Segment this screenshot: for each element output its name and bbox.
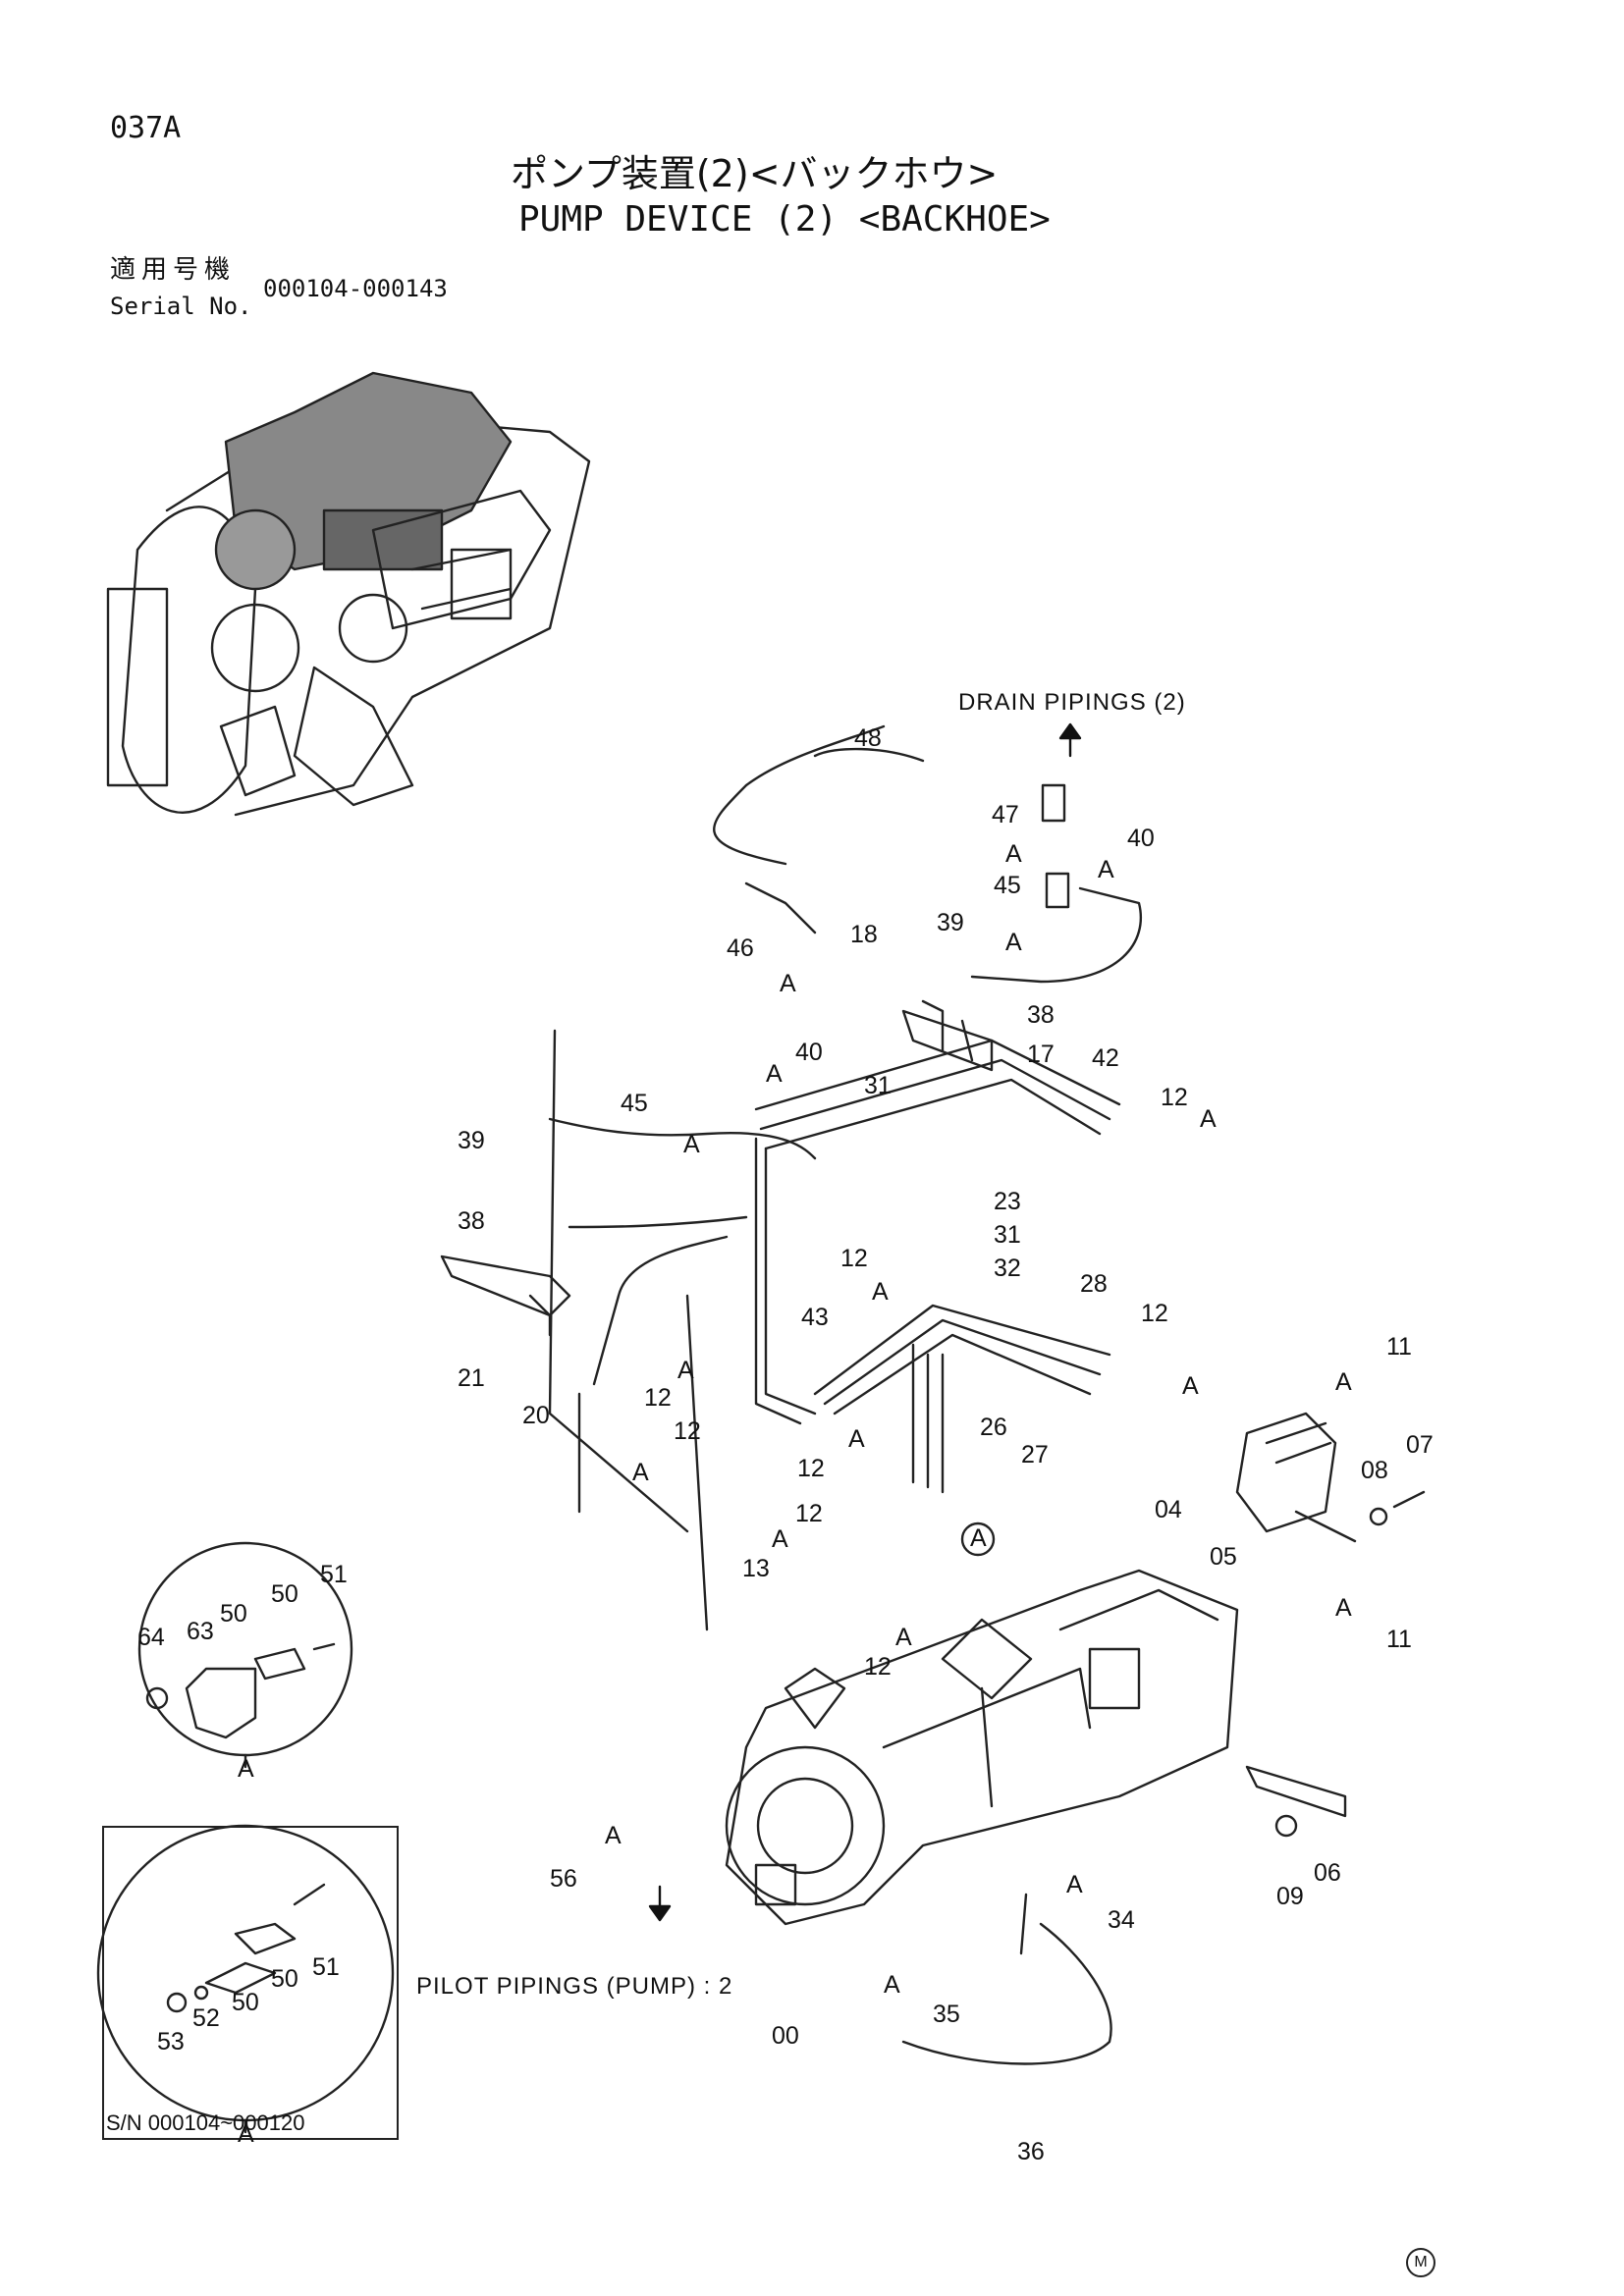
engine-thumbnail-icon <box>106 371 591 817</box>
page-title-jp: ポンプ装置(2)<バックホウ> <box>511 152 999 195</box>
a-tag: A <box>677 1357 694 1384</box>
callout-11-top: 11 <box>1386 1333 1412 1361</box>
a-tag: A <box>632 1459 649 1486</box>
a-tag: A <box>780 970 796 997</box>
callout-18: 18 <box>850 921 878 948</box>
callout-50-a: 50 <box>220 1600 247 1628</box>
pilot-pipings-note: PILOT PIPINGS (PUMP) : 2 <box>416 1973 733 2000</box>
serial-label-jp: 適用号機 <box>110 255 237 285</box>
callout-17: 17 <box>1027 1041 1055 1068</box>
callout-45-mid: 45 <box>621 1090 648 1117</box>
callout-51-b: 51 <box>312 1953 340 1981</box>
callout-12-e: 12 <box>674 1417 701 1445</box>
callout-21: 21 <box>458 1364 485 1392</box>
arrow-up-icon <box>1058 722 1082 758</box>
callout-23: 23 <box>994 1188 1021 1215</box>
a-tag: A <box>1182 1372 1199 1400</box>
callout-63: 63 <box>187 1618 214 1645</box>
callout-39: 39 <box>937 909 964 936</box>
callout-38-top: 38 <box>1027 1001 1055 1029</box>
arrow-down-icon <box>648 1885 672 1922</box>
a-tag-circled: A <box>970 1524 987 1552</box>
callout-32: 32 <box>994 1255 1021 1282</box>
sn-detail-box <box>102 1826 399 2140</box>
callout-28: 28 <box>1080 1270 1108 1298</box>
callout-00: 00 <box>772 2022 799 2050</box>
a-tag: A <box>238 2120 254 2148</box>
a-tag: A <box>1098 856 1114 883</box>
page-code: 037A <box>110 111 182 145</box>
m-mark-icon: M <box>1406 2248 1435 2277</box>
callout-51-a: 51 <box>320 1561 348 1588</box>
page-title-en: PUMP DEVICE (2) <BACKHOE> <box>518 199 1051 240</box>
a-tag: A <box>1005 840 1022 868</box>
callout-45: 45 <box>994 872 1021 899</box>
a-tag: A <box>848 1425 865 1453</box>
callout-48: 48 <box>854 724 882 752</box>
callout-12-h: 12 <box>795 1500 823 1527</box>
a-tag: A <box>766 1060 783 1088</box>
a-tag: A <box>238 1755 254 1783</box>
callout-35: 35 <box>933 2001 960 2028</box>
a-tag: A <box>605 1822 622 1849</box>
a-tag: A <box>1335 1594 1352 1622</box>
callout-34: 34 <box>1108 1906 1135 1934</box>
callout-20: 20 <box>522 1402 550 1429</box>
a-tag: A <box>683 1131 700 1158</box>
callout-50-c: 50 <box>271 1965 298 1993</box>
callout-08: 08 <box>1361 1457 1388 1484</box>
callout-38-left: 38 <box>458 1207 485 1235</box>
callout-12-d: 12 <box>1141 1300 1168 1327</box>
callout-06: 06 <box>1314 1859 1341 1887</box>
callout-47: 47 <box>992 801 1019 828</box>
callout-05: 05 <box>1210 1543 1237 1571</box>
callout-40-mid: 40 <box>795 1039 823 1066</box>
callout-04: 04 <box>1155 1496 1182 1523</box>
callout-31-top: 31 <box>864 1072 892 1099</box>
callout-12-g: 12 <box>864 1653 892 1681</box>
callout-52: 52 <box>192 2004 220 2032</box>
drain-pipings-note: DRAIN PIPINGS (2) <box>958 689 1186 716</box>
callout-13: 13 <box>742 1555 770 1582</box>
callout-12-c: 12 <box>644 1384 672 1412</box>
callout-36: 36 <box>1017 2138 1045 2165</box>
serial-label-en: Serial No. <box>110 293 252 320</box>
a-tag: A <box>872 1278 889 1306</box>
a-tag: A <box>1005 929 1022 956</box>
a-tag: A <box>1335 1368 1352 1396</box>
a-tag: A <box>895 1624 912 1651</box>
callout-43: 43 <box>801 1304 829 1331</box>
a-tag: A <box>884 1971 900 1999</box>
serial-range: 000104-000143 <box>263 275 448 302</box>
a-tag: A <box>1200 1105 1217 1133</box>
a-tag: A <box>772 1525 788 1553</box>
callout-42: 42 <box>1092 1044 1119 1072</box>
callout-40: 40 <box>1127 825 1155 852</box>
a-tag: A <box>1066 1871 1083 1898</box>
callout-50-d: 50 <box>232 1989 259 2016</box>
callout-64: 64 <box>137 1624 165 1651</box>
callout-11-bottom: 11 <box>1386 1626 1412 1653</box>
callout-56: 56 <box>550 1865 577 1893</box>
callout-12-b: 12 <box>840 1245 868 1272</box>
callout-53: 53 <box>157 2028 185 2056</box>
callout-07: 07 <box>1406 1431 1434 1459</box>
callout-39-left: 39 <box>458 1127 485 1154</box>
callout-12-a: 12 <box>1161 1084 1188 1111</box>
sn-range-label: S/N 000104~000120 <box>106 2110 305 2135</box>
callout-26: 26 <box>980 1414 1007 1441</box>
callout-46: 46 <box>727 934 754 962</box>
callout-50-b: 50 <box>271 1580 298 1608</box>
callout-27: 27 <box>1021 1441 1049 1468</box>
callout-09: 09 <box>1276 1883 1304 1910</box>
callout-12-f: 12 <box>797 1455 825 1482</box>
callout-31-mid: 31 <box>994 1221 1021 1249</box>
